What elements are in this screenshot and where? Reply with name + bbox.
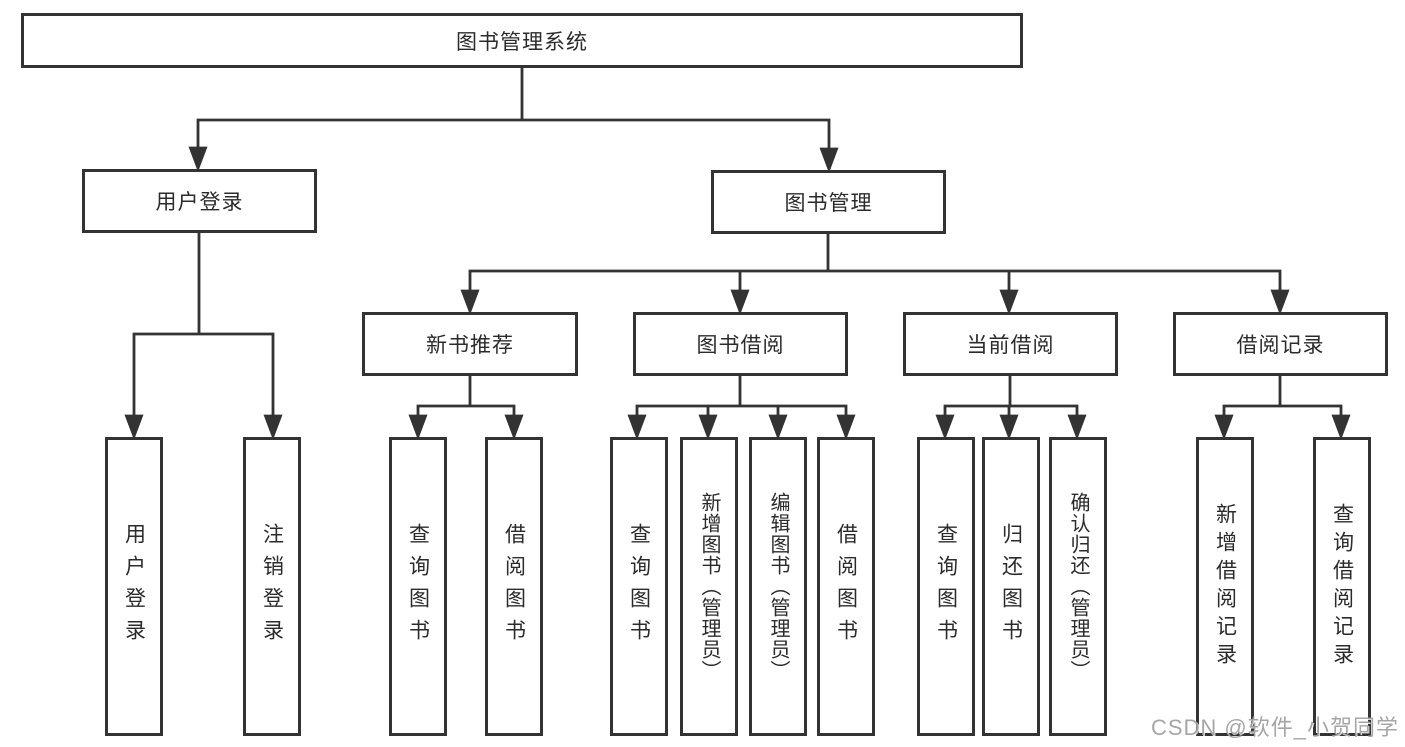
- arrowhead: [698, 414, 718, 440]
- node-label: 归还图书: [999, 522, 1023, 651]
- connector-current-borrowing-to-children: [935, 374, 1087, 440]
- node-leaf-query-borrowing-record: 查询借阅记录: [1313, 437, 1371, 736]
- arrowhead: [408, 414, 428, 440]
- node-leaf-logout: 注销登录: [243, 437, 301, 736]
- arrowhead: [935, 414, 955, 440]
- node-label: 编辑图书（管理员）: [767, 492, 789, 681]
- node-leaf-user-login: 用户登录: [105, 437, 163, 736]
- arrowhead: [999, 414, 1019, 440]
- arrowhead: [1067, 414, 1087, 440]
- arrowhead: [1270, 289, 1290, 315]
- arrowhead: [460, 289, 480, 315]
- arrowhead: [1331, 414, 1351, 440]
- node-leaf-add-books-admin: 新增图书（管理员）: [680, 437, 738, 736]
- node-label: 注销登录: [260, 522, 284, 651]
- node-label: 查询图书: [934, 522, 958, 651]
- arrowhead: [124, 414, 144, 440]
- node-leaf-borrow-books-1: 借阅图书: [485, 437, 543, 736]
- arrowhead: [263, 414, 283, 440]
- csdn-watermark: CSDN @软件_小贺同学: [1150, 715, 1399, 740]
- arrowhead: [819, 147, 839, 173]
- node-label: 图书借阅: [696, 334, 785, 357]
- connector-borrowing-records-to-children: [1214, 374, 1351, 440]
- node-new-book-recommend: 新书推荐: [362, 312, 578, 376]
- arrowhead: [188, 146, 208, 172]
- node-leaf-query-books-2: 查询图书: [610, 437, 668, 736]
- arrowhead: [836, 414, 856, 440]
- arrowhead: [768, 414, 788, 440]
- node-label: 图书管理: [784, 192, 873, 215]
- node-label: 当前借阅: [966, 334, 1055, 357]
- node-leaf-edit-books-admin: 编辑图书（管理员）: [749, 437, 807, 736]
- arrowhead: [504, 414, 524, 440]
- node-borrowing-records: 借阅记录: [1173, 312, 1388, 376]
- connector-book-management-to-level3: [460, 232, 1290, 315]
- connector-new-book-recommend-to-children: [408, 374, 524, 440]
- node-label: 用户登录: [122, 522, 146, 651]
- node-label: 查询图书: [627, 522, 651, 651]
- arrowhead: [999, 289, 1019, 315]
- connector-book-borrowing-to-children: [627, 374, 856, 440]
- arrowhead: [730, 289, 750, 315]
- node-label: 借阅图书: [502, 522, 526, 651]
- node-leaf-borrow-books-2: 借阅图书: [817, 437, 875, 736]
- node-library-management-system: 图书管理系统: [21, 13, 1023, 68]
- node-leaf-query-books-1: 查询图书: [389, 437, 447, 736]
- node-label: 确认归还（管理员）: [1067, 492, 1089, 681]
- node-current-borrowing: 当前借阅: [903, 312, 1118, 376]
- arrowhead: [1214, 414, 1234, 440]
- node-label: 用户登录: [155, 191, 244, 214]
- node-book-borrowing: 图书借阅: [633, 312, 848, 376]
- connector-user-login-to-children: [124, 231, 283, 440]
- node-leaf-add-borrowing-record: 新增借阅记录: [1196, 437, 1254, 736]
- node-label: 查询图书: [406, 522, 430, 651]
- node-label: 新增图书（管理员）: [698, 492, 720, 681]
- node-book-management-module: 图书管理: [711, 170, 946, 234]
- connector-root-to-level2: [188, 66, 839, 173]
- arrowhead: [627, 414, 647, 440]
- node-leaf-return-books: 归还图书: [982, 437, 1040, 736]
- node-leaf-confirm-return-admin: 确认归还（管理员）: [1049, 437, 1107, 736]
- node-label: 借阅记录: [1236, 334, 1325, 357]
- node-label: 新书推荐: [426, 334, 514, 357]
- node-leaf-query-books-3: 查询图书: [917, 437, 975, 736]
- node-label: 查询借阅记录: [1330, 502, 1354, 671]
- node-label: 借阅图书: [834, 522, 858, 651]
- node-label: 图书管理系统: [456, 30, 588, 54]
- node-user-login-module: 用户登录: [82, 169, 317, 233]
- node-label: 新增借阅记录: [1213, 502, 1237, 671]
